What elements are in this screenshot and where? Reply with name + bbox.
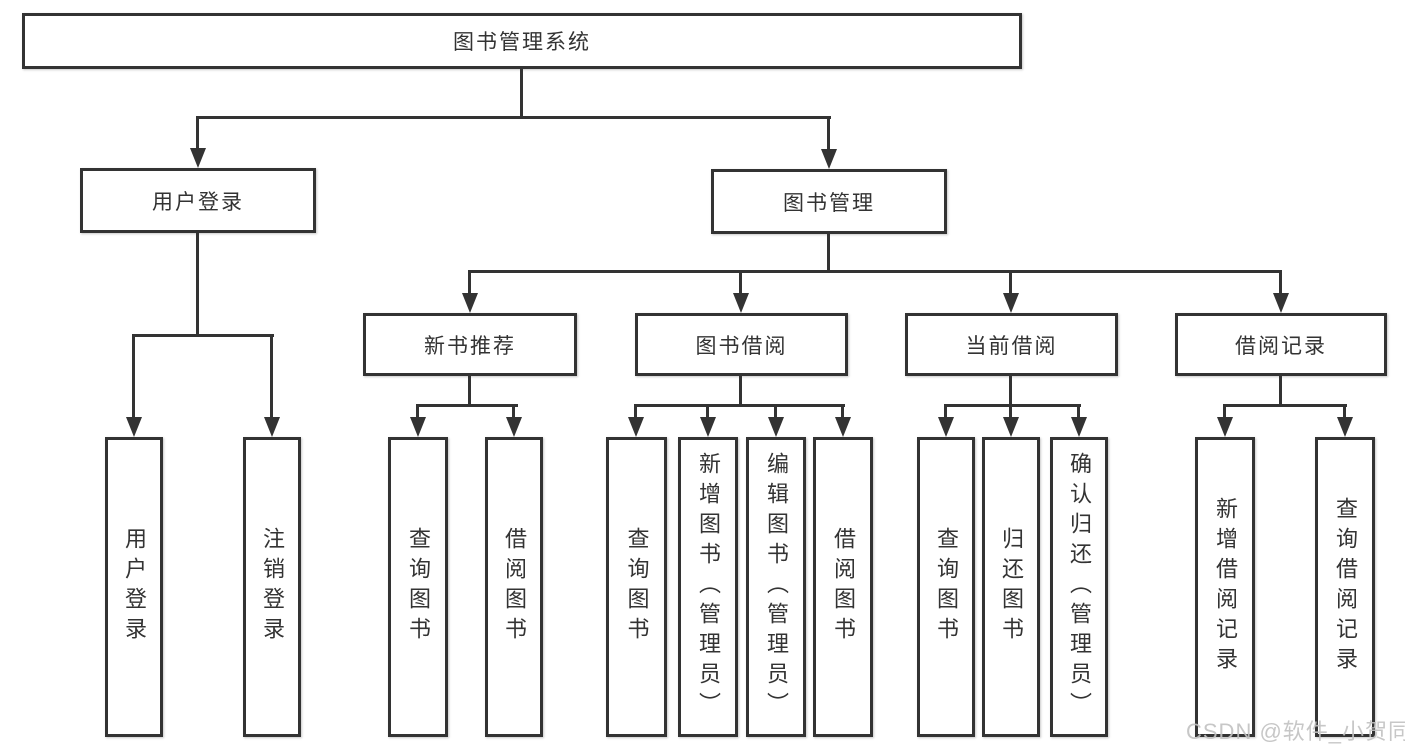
edge-leaf-line <box>416 404 419 419</box>
edge-to-current-borrow-line <box>1009 270 1012 295</box>
arrowhead-leaf <box>506 417 522 437</box>
leaf-user-login-label: 用户登录 <box>122 527 147 647</box>
edge-new-book-trunk <box>468 376 471 407</box>
edge-borrow-records-trunk <box>1279 376 1282 407</box>
leaf-logout-label: 注销登录 <box>260 527 285 647</box>
edge-leaf-line <box>1077 404 1080 419</box>
edge-leaf-line <box>706 404 709 419</box>
edge-book-management-bus <box>468 270 1281 273</box>
leaf-add-borrow-record: 新增借阅记录 <box>1195 437 1255 737</box>
edge-to-user-login-line <box>196 116 199 150</box>
node-book-management: 图书管理 <box>711 169 947 234</box>
edge-leaf-line <box>512 404 515 419</box>
arrowhead-leaf <box>1337 417 1353 437</box>
node-borrow-records-label: 借阅记录 <box>1235 334 1327 358</box>
edge-user-login-trunk <box>196 233 199 337</box>
leaf-query-borrow-record: 查询借阅记录 <box>1315 437 1375 737</box>
arrowhead-leaf <box>938 417 954 437</box>
arrowhead-leaf <box>1071 417 1087 437</box>
node-borrow-records: 借阅记录 <box>1175 313 1387 376</box>
leaf-confirm-return-admin-label: 确认归还（管理员） <box>1067 452 1092 722</box>
leaf-query-borrow-record-label: 查询借阅记录 <box>1333 497 1358 677</box>
node-user-login-label: 用户登录 <box>152 190 244 214</box>
edge-to-book-borrow-line <box>739 270 742 295</box>
node-book-management-system: 图书管理系统 <box>22 13 1022 69</box>
arrowhead-new-book <box>462 293 478 313</box>
watermark: CSDN @软件_小贺同学 <box>1186 719 1405 744</box>
leaf-query-books-borrow: 查询图书 <box>606 437 667 737</box>
arrowhead-leaf <box>768 417 784 437</box>
leaf-add-books-admin-label: 新增图书（管理员） <box>696 452 721 722</box>
leaf-add-books-admin: 新增图书（管理员） <box>678 437 738 737</box>
edge-leaf-line <box>1223 404 1226 419</box>
arrowhead-leaf-logout <box>264 417 280 437</box>
arrowhead-book-borrow <box>733 293 749 313</box>
node-new-book-recommend: 新书推荐 <box>363 313 577 376</box>
leaf-logout: 注销登录 <box>243 437 301 737</box>
node-book-borrow-label: 图书借阅 <box>695 334 788 358</box>
edge-leaf-line <box>634 404 637 419</box>
arrowhead-leaf <box>700 417 716 437</box>
leaf-query-books-recommend: 查询图书 <box>388 437 448 737</box>
edge-to-borrow-records-line <box>1279 270 1282 295</box>
leaf-query-books-current: 查询图书 <box>917 437 975 737</box>
edge-leaf-line <box>841 404 844 419</box>
edge-book-borrow-bus <box>634 404 845 407</box>
edge-new-book-bus <box>416 404 518 407</box>
edge-leaf-line <box>1009 404 1012 419</box>
arrowhead-book-management <box>821 149 837 169</box>
arrowhead-leaf <box>628 417 644 437</box>
leaf-edit-books-admin-label: 编辑图书（管理员） <box>764 452 789 722</box>
edge-borrow-records-bus <box>1223 404 1347 407</box>
edge-book-borrow-trunk <box>739 376 742 407</box>
leaf-confirm-return-admin: 确认归还（管理员） <box>1050 437 1108 737</box>
arrowhead-borrow-records <box>1273 293 1289 313</box>
node-current-borrow: 当前借阅 <box>905 313 1118 376</box>
leaf-user-login: 用户登录 <box>105 437 163 737</box>
edge-to-book-management-line <box>827 116 830 151</box>
edge-to-leaf-login-line <box>132 334 135 419</box>
arrowhead-leaf-login <box>126 417 142 437</box>
leaf-add-borrow-record-label: 新增借阅记录 <box>1213 497 1238 677</box>
edge-root-bus <box>196 116 831 119</box>
node-user-login: 用户登录 <box>80 168 316 233</box>
leaf-edit-books-admin: 编辑图书（管理员） <box>746 437 806 737</box>
arrowhead-leaf <box>1217 417 1233 437</box>
edge-to-leaf-logout-line <box>270 334 273 419</box>
arrowhead-current-borrow <box>1003 293 1019 313</box>
arrowhead-leaf <box>1003 417 1019 437</box>
node-book-borrow: 图书借阅 <box>635 313 848 376</box>
edge-leaf-line <box>774 404 777 419</box>
leaf-query-books-borrow-label: 查询图书 <box>624 527 650 647</box>
arrowhead-user-login <box>190 148 206 168</box>
arrowhead-leaf <box>835 417 851 437</box>
edge-leaf-line <box>1343 404 1346 419</box>
edge-current-borrow-bus <box>944 404 1081 407</box>
leaf-borrow-books-recommend-label: 借阅图书 <box>502 527 527 647</box>
leaf-query-books-recommend-label: 查询图书 <box>406 527 431 647</box>
leaf-borrow-books: 借阅图书 <box>813 437 873 737</box>
node-book-management-system-label: 图书管理系统 <box>453 31 591 54</box>
node-current-borrow-label: 当前借阅 <box>965 334 1058 358</box>
edge-book-management-trunk <box>827 234 830 273</box>
leaf-borrow-books-recommend: 借阅图书 <box>485 437 543 737</box>
edge-leaf-line <box>944 404 947 419</box>
edge-user-login-bus <box>132 334 274 337</box>
leaf-return-books-label: 归还图书 <box>999 527 1024 647</box>
node-book-management-label: 图书管理 <box>783 191 875 215</box>
edge-current-borrow-trunk <box>1009 376 1012 407</box>
edge-to-new-book-line <box>468 270 471 295</box>
edge-root-trunk <box>520 69 523 118</box>
leaf-query-books-current-label: 查询图书 <box>934 527 959 647</box>
arrowhead-leaf <box>410 417 426 437</box>
leaf-borrow-books-label: 借阅图书 <box>831 527 856 647</box>
leaf-return-books: 归还图书 <box>982 437 1040 737</box>
node-new-book-recommend-label: 新书推荐 <box>424 334 516 358</box>
